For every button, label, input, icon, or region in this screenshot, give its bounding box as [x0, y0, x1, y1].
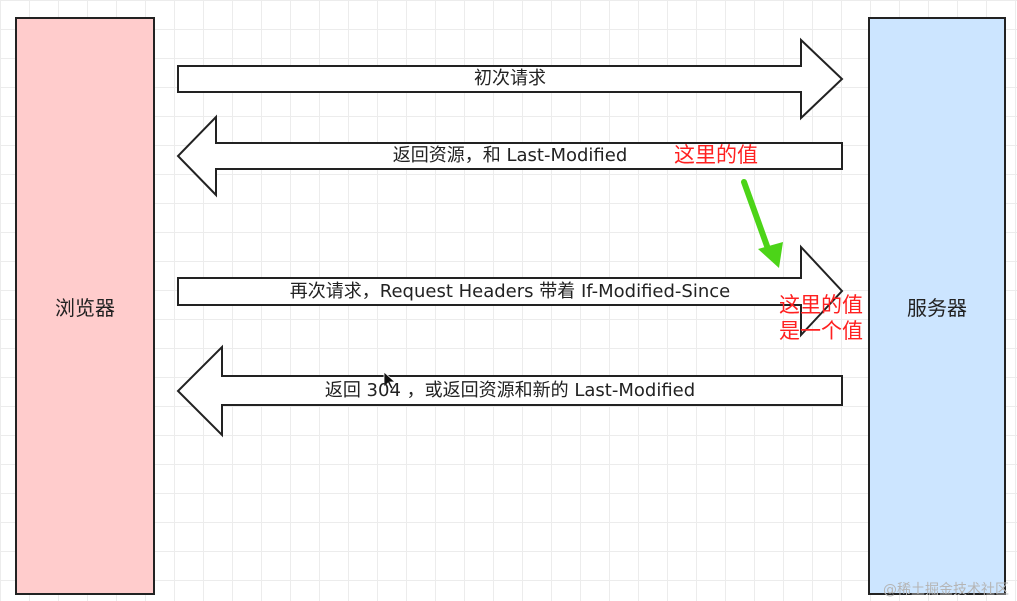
- server-label: 服务器: [907, 295, 967, 320]
- arrow-label-return-304: 返回 304 ，或返回资源和新的 Last-Modified: [324, 380, 696, 401]
- annotation-note-2: 这里的值 是一个值: [779, 292, 863, 344]
- arrow-label-second-request: 再次请求，Request Headers 带着 If-Modified-Sinc…: [289, 281, 731, 302]
- arrow-label-initial-request: 初次请求: [474, 68, 546, 89]
- annotation-note-1: 这里的值: [674, 143, 758, 167]
- arrow-initial-request: [177, 37, 844, 121]
- browser-label: 浏览器: [55, 295, 115, 320]
- browser-lane: 浏览器: [15, 17, 155, 595]
- arrow-second-request: [177, 244, 844, 338]
- watermark: @稀土掘金技术社区: [883, 582, 1009, 598]
- arrow-label-return-resource: 返回资源，和 Last-Modified: [392, 145, 628, 166]
- arrow-return-resource: [176, 114, 843, 198]
- highlight-arrow: [741, 179, 783, 268]
- annotation-note-2-line2: 是一个值: [779, 319, 863, 343]
- server-lane: 服务器: [868, 17, 1006, 595]
- annotation-note-2-line1: 这里的值: [779, 293, 863, 317]
- mouse-cursor-icon: [383, 371, 397, 390]
- arrow-return-304: [176, 344, 843, 438]
